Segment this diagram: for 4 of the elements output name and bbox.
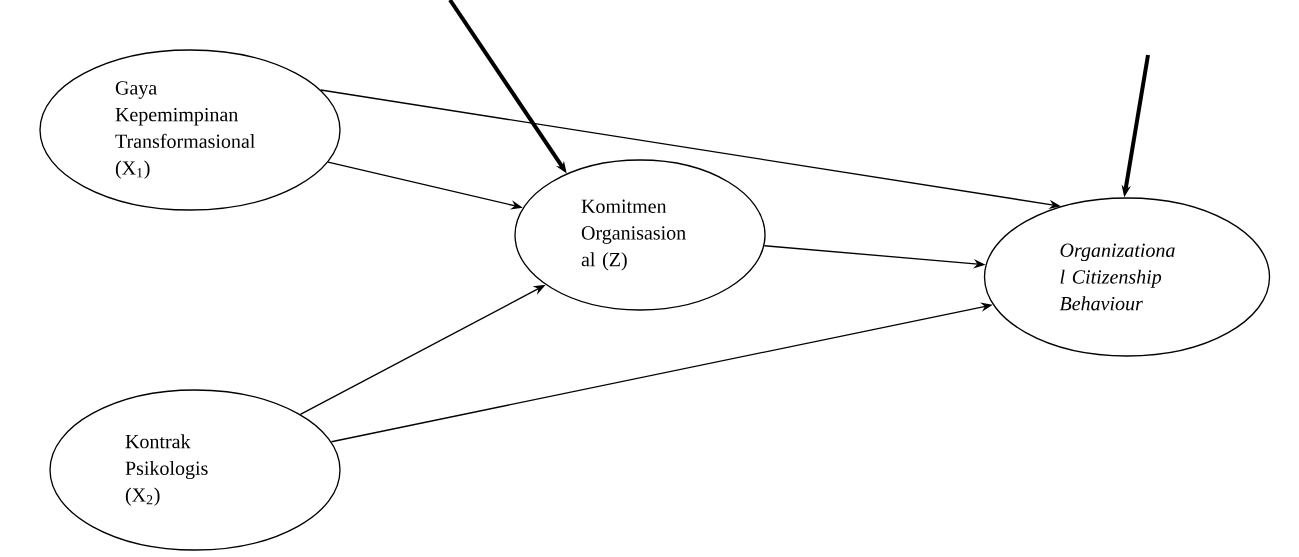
ellipse-node: Komitmen Organisasion al (Z) — [514, 159, 766, 311]
ellipse-node: Gaya Kepemimpinan Transformasional (X$_{1}$) — [39, 49, 341, 211]
ellipse-node: Kontrak Psikologis (X$_{2}$) — [49, 389, 341, 551]
ellipse-node: Organizationa l Citizenship Behaviour — [983, 197, 1271, 357]
